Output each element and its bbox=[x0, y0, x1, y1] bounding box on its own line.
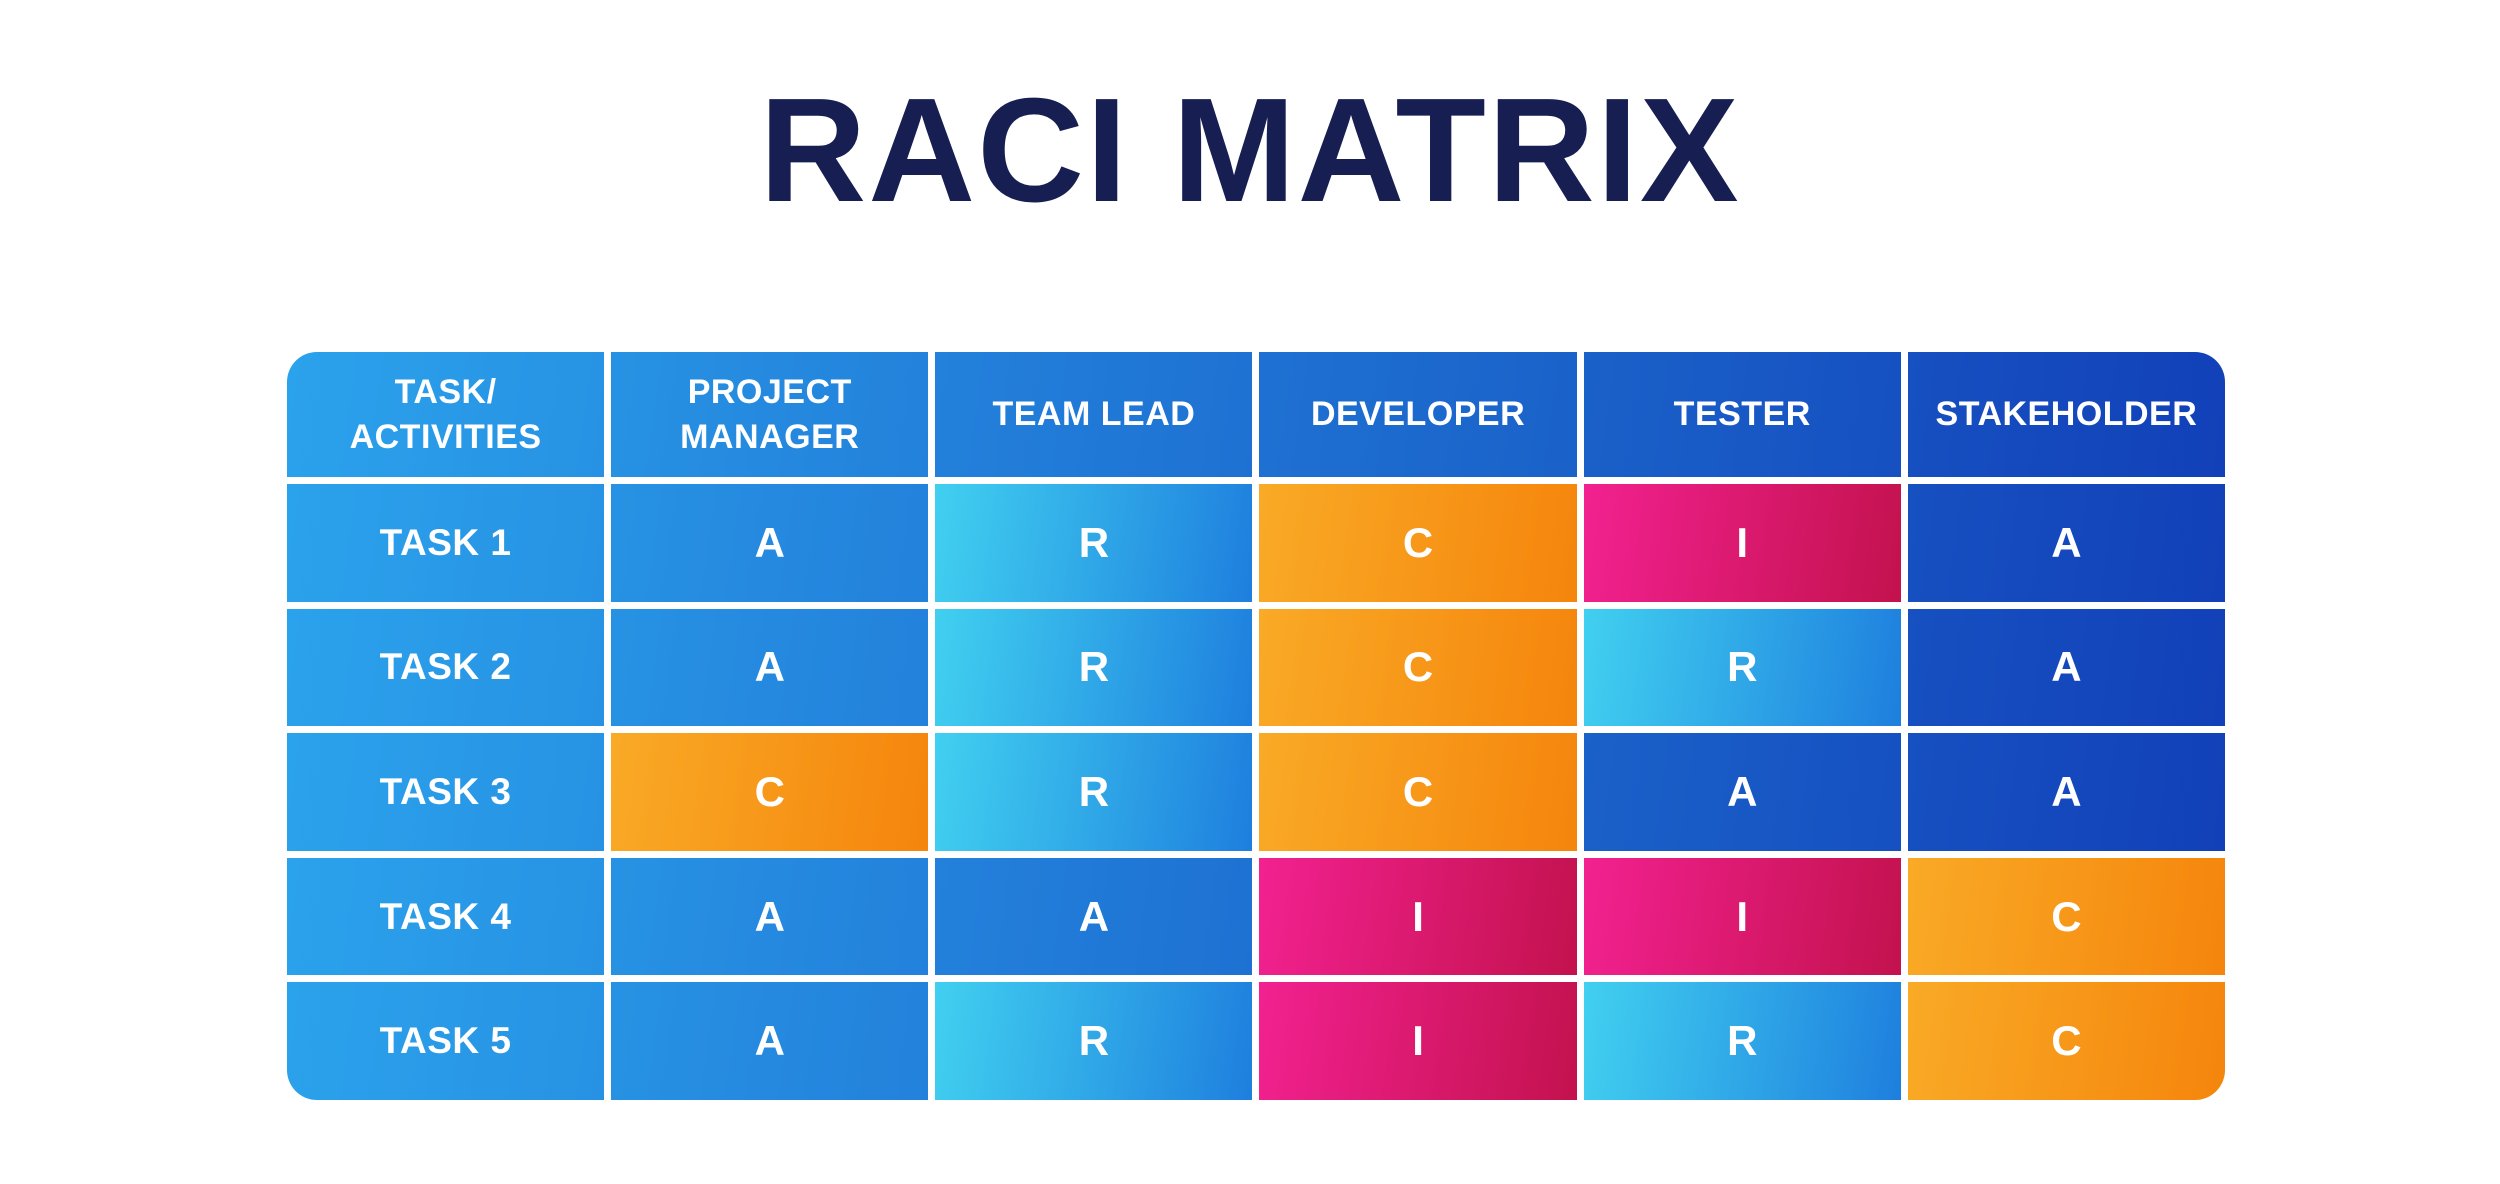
raci-cell-r3c0: A bbox=[611, 857, 929, 976]
raci-cell-r0c1: R bbox=[935, 484, 1253, 602]
task-label-1: TASK 2 bbox=[287, 608, 605, 727]
task-label-2: TASK 3 bbox=[287, 733, 605, 851]
raci-cell-r2c2: C bbox=[1259, 733, 1577, 851]
raci-cell-r4c3: R bbox=[1583, 982, 1901, 1100]
page-title: RACI MATRIX bbox=[759, 68, 1741, 233]
raci-cell-r3c3: I bbox=[1583, 857, 1901, 976]
task-label-0: TASK 1 bbox=[287, 484, 605, 602]
task-label-4: TASK 5 bbox=[287, 982, 605, 1100]
raci-cell-r2c0: C bbox=[611, 733, 929, 851]
raci-cell-r1c1: R bbox=[935, 608, 1253, 727]
raci-cell-r4c0: A bbox=[611, 982, 929, 1100]
column-header-2: TEAM LEAD bbox=[935, 352, 1253, 477]
column-header-5: STAKEHOLDER bbox=[1907, 352, 2225, 477]
raci-cell-r1c3: R bbox=[1583, 608, 1901, 727]
column-header-1: PROJECT MANAGER bbox=[611, 352, 929, 477]
raci-cell-r3c2: I bbox=[1259, 857, 1577, 976]
column-header-4: TESTER bbox=[1583, 352, 1901, 477]
raci-cell-r2c3: A bbox=[1583, 733, 1901, 851]
task-label-3: TASK 4 bbox=[287, 857, 605, 976]
raci-cell-r2c1: R bbox=[935, 733, 1253, 851]
raci-cell-r4c1: R bbox=[935, 982, 1253, 1100]
raci-cell-r2c4: A bbox=[1907, 733, 2225, 851]
raci-cell-r0c4: A bbox=[1907, 484, 2225, 602]
raci-cell-r1c0: A bbox=[611, 608, 929, 727]
raci-cell-r4c4: C bbox=[1907, 982, 2225, 1100]
raci-cell-r3c1: A bbox=[935, 857, 1253, 976]
raci-cell-r0c3: I bbox=[1583, 484, 1901, 602]
raci-cell-r1c4: A bbox=[1907, 608, 2225, 727]
raci-cell-r4c2: I bbox=[1259, 982, 1577, 1100]
column-header-3: DEVELOPER bbox=[1259, 352, 1577, 477]
raci-cell-r3c4: C bbox=[1907, 857, 2225, 976]
column-header-0: TASK/ ACTIVITIES bbox=[287, 352, 605, 477]
raci-cell-r0c2: C bbox=[1259, 484, 1577, 602]
raci-cell-r0c0: A bbox=[611, 484, 929, 602]
raci-cell-r1c2: C bbox=[1259, 608, 1577, 727]
